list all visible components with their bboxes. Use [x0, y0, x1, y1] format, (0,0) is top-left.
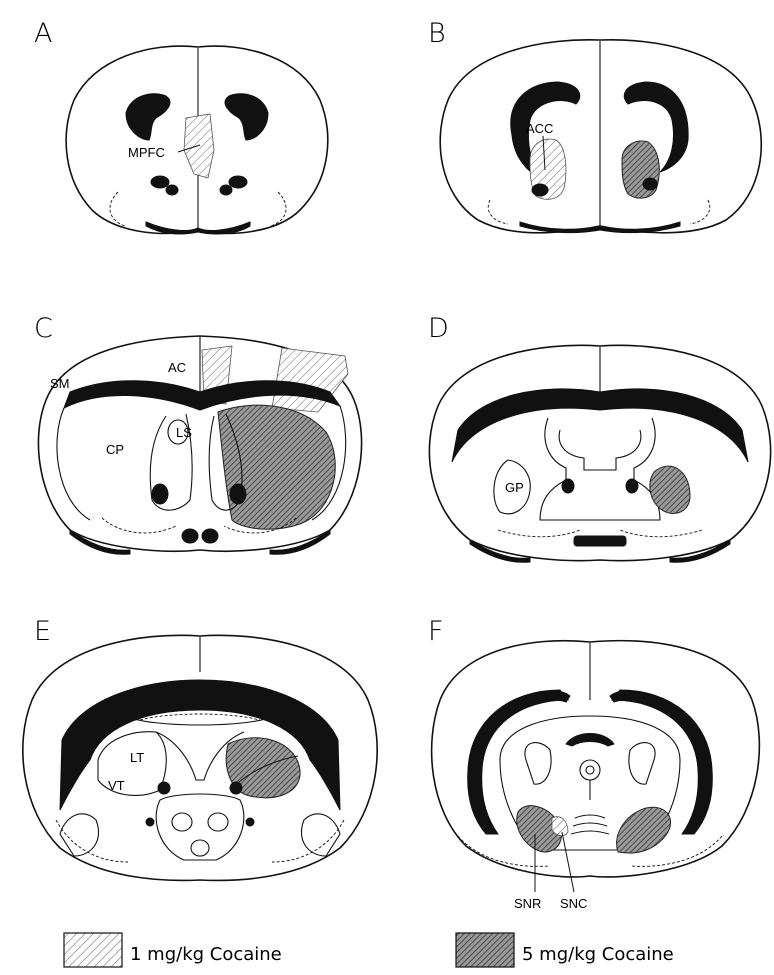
label-lt: LT	[130, 750, 144, 765]
label-ls: LS	[176, 425, 192, 440]
panel-e: E LT VT	[23, 616, 377, 880]
panel-c-letter: C	[34, 313, 53, 344]
panel-f: F SNR SNC	[428, 616, 759, 911]
label-mpfc: MPFC	[128, 145, 165, 160]
label-acc: ACC	[526, 121, 553, 136]
panel-b: B ACC	[428, 18, 761, 233]
panel-b-brain-outline	[440, 40, 761, 233]
label-sm: SM	[50, 376, 70, 391]
legend: 1 mg/kg Cocaine 5 mg/kg Cocaine	[64, 933, 674, 967]
legend-swatch-5mg	[456, 933, 514, 967]
label-snr: SNR	[514, 896, 541, 911]
label-gp: GP	[505, 480, 524, 495]
label-vt: VT	[108, 778, 125, 793]
panel-e-letter: E	[34, 616, 51, 647]
panel-c: C SM AC CP LS	[34, 313, 362, 554]
panel-d: D GP	[428, 313, 771, 562]
panel-d-letter: D	[428, 313, 449, 344]
panel-f-letter: F	[428, 616, 444, 647]
legend-label-1mg: 1 mg/kg Cocaine	[130, 944, 282, 965]
label-ac: AC	[168, 360, 186, 375]
legend-label-5mg: 5 mg/kg Cocaine	[522, 944, 674, 965]
panel-a-letter: A	[34, 18, 52, 49]
panel-b-letter: B	[428, 18, 446, 49]
panel-c-cp-lesion-5mg	[218, 405, 335, 529]
legend-swatch-1mg	[64, 933, 122, 967]
label-cp: CP	[106, 442, 124, 457]
panel-a: A MPFC	[34, 18, 328, 234]
label-snc: SNC	[560, 896, 587, 911]
